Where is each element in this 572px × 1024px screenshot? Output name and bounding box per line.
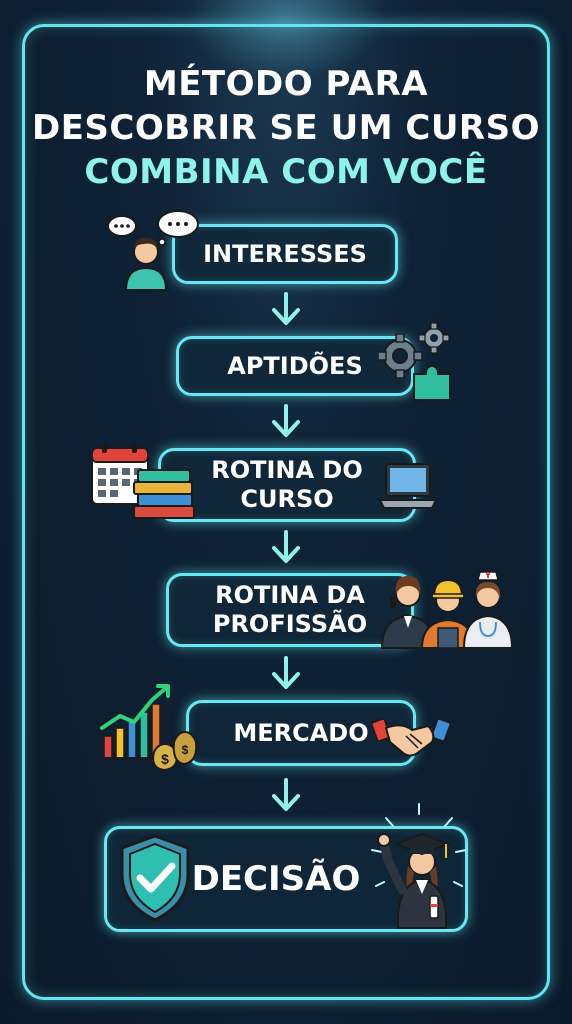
step-aptidoes: APTIDÕES	[176, 336, 414, 396]
arrow-down-icon	[272, 292, 300, 325]
laptop-icon	[378, 463, 438, 509]
calendar-books-icon	[91, 443, 195, 519]
outer-frame	[22, 24, 550, 1000]
arrow-down-icon	[272, 656, 300, 689]
graduate-icon	[371, 803, 467, 929]
title-line-2: DESCOBRIR SE UM CURSO	[31, 108, 540, 148]
step-label-line-2: CURSO	[240, 485, 334, 513]
handshake-icon	[372, 717, 450, 757]
step-label-line-1: ROTINA DA	[215, 581, 365, 609]
title-line-3: COMBINA COM VOCÊ	[84, 152, 488, 192]
svg-text:$: $	[161, 751, 169, 767]
step-label: INTERESSES	[203, 239, 367, 268]
thinking-person-icon	[107, 210, 199, 291]
svg-text:$: $	[182, 743, 189, 757]
step-label: MERCADO	[233, 718, 369, 747]
arrow-down-icon	[272, 404, 300, 437]
step-label-line-1: ROTINA DO	[211, 456, 363, 484]
step-label: DECISÃO	[191, 858, 361, 899]
page-title: MÉTODO PARA DESCOBRIR SE UM CURSO COMBIN…	[30, 62, 542, 194]
arrow-down-icon	[272, 778, 300, 811]
title-line-1: MÉTODO PARA	[143, 64, 429, 104]
gears-puzzle-icon	[378, 322, 451, 401]
step-rotina-da-profissao: ROTINA DA PROFISSÃO	[166, 573, 414, 647]
step-rotina-do-curso: ROTINA DO CURSO	[158, 448, 416, 522]
professionals-icon	[380, 571, 514, 649]
growth-chart-money-icon: $ $	[100, 684, 198, 772]
step-label: APTIDÕES	[227, 351, 363, 380]
arrow-down-icon	[272, 530, 300, 563]
step-interesses: INTERESSES	[172, 224, 398, 284]
shield-check-icon	[120, 834, 190, 922]
step-label-line-2: PROFISSÃO	[212, 610, 368, 638]
